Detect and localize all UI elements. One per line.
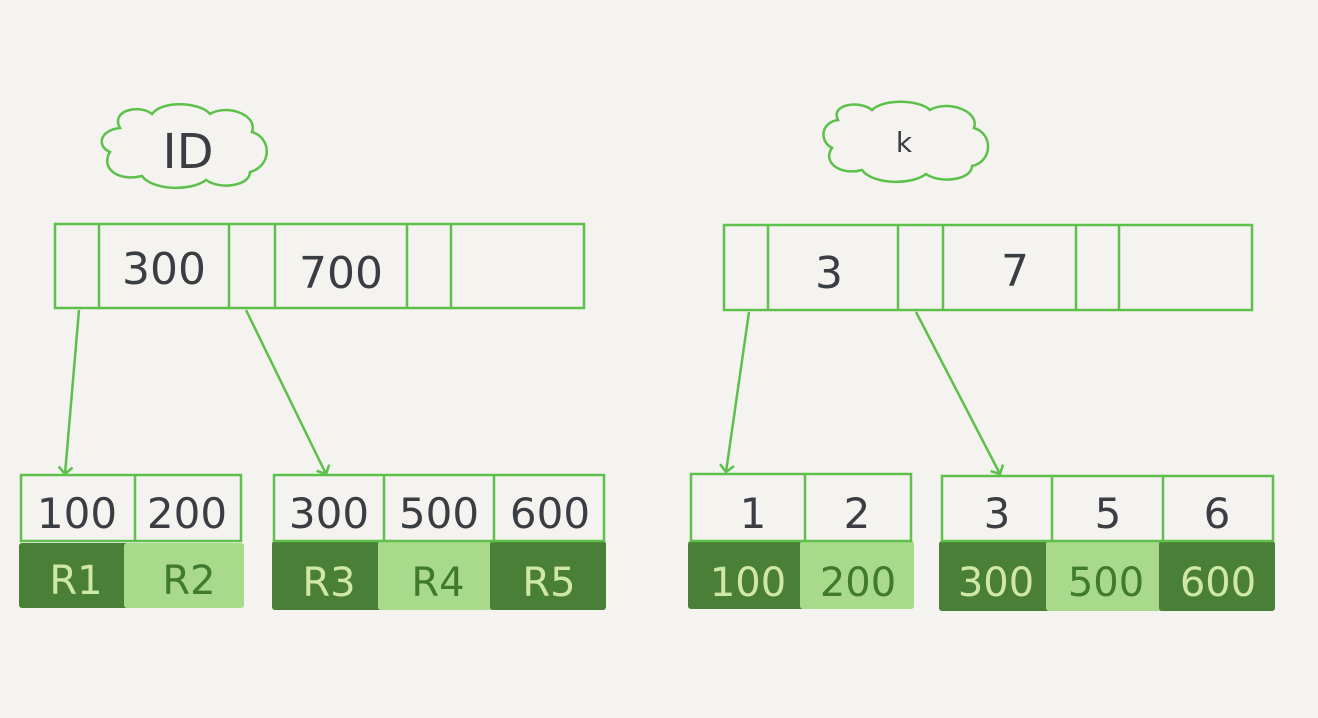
row-value: R2	[162, 558, 215, 604]
cloud-shape	[822, 100, 990, 184]
row-value: R1	[49, 558, 102, 604]
root-key: 700	[299, 248, 383, 299]
leaf-key: 1	[740, 489, 767, 538]
leaf-key: 5	[1095, 489, 1122, 538]
row-value: 200	[820, 560, 896, 606]
k-index-tree: k 3 7 1 2 100 200	[688, 100, 1275, 611]
row-value: 600	[1180, 560, 1256, 606]
root-node-box	[53, 222, 586, 310]
id-root-node: 300 700	[53, 222, 586, 310]
leaf-key: 3	[984, 489, 1011, 538]
id-index-tree: ID 300 700 100 200 R1 R2	[19, 103, 606, 610]
row-cell	[19, 543, 135, 608]
row-cell	[378, 541, 498, 610]
root-node-box	[722, 223, 1254, 312]
leaf-key: 200	[147, 489, 227, 538]
pointer-arrow	[244, 309, 331, 476]
leaf-keys-box	[940, 474, 1275, 543]
row-cell	[1159, 541, 1275, 611]
row-value: R4	[411, 560, 464, 606]
cloud-shape	[100, 103, 268, 190]
row-cell	[124, 543, 244, 608]
row-value: 500	[1068, 560, 1144, 606]
row-cell	[939, 541, 1055, 611]
row-value: R5	[522, 560, 575, 606]
row-value: 300	[958, 560, 1034, 606]
k-root-node: 3 7	[722, 223, 1254, 312]
row-cell	[272, 541, 386, 610]
id-index-cloud: ID	[100, 103, 268, 190]
row-cell	[800, 541, 914, 609]
leaf-key: 100	[37, 489, 117, 538]
row-value: 100	[710, 560, 786, 606]
leaf-keys-box	[19, 473, 243, 543]
k-leaf-node-2: 3 5 6 300 500 600	[939, 474, 1275, 611]
leaf-key: 2	[844, 489, 871, 538]
leaf-key: 6	[1204, 489, 1231, 538]
row-value: R3	[302, 560, 355, 606]
k-leaf-node-1: 1 2 100 200	[688, 472, 914, 609]
row-cell	[1046, 541, 1166, 611]
id-leaf-node-1: 100 200 R1 R2	[19, 473, 244, 608]
leaf-key: 600	[510, 489, 590, 538]
pointer-arrow	[57, 309, 81, 476]
root-key: 300	[122, 244, 206, 295]
tree-name-label: k	[896, 126, 913, 159]
row-cell	[688, 541, 808, 609]
tree-name-label: ID	[162, 124, 213, 180]
root-key: 7	[1001, 246, 1029, 297]
leaf-keys-box	[689, 472, 913, 543]
root-key: 3	[815, 248, 843, 299]
id-leaf-node-2: 300 500 600 R3 R4 R5	[272, 473, 606, 610]
leaf-keys-box	[272, 473, 606, 543]
leaf-key: 300	[289, 489, 369, 538]
leaf-key: 500	[399, 489, 479, 538]
row-cell	[490, 541, 606, 610]
pointer-arrow	[914, 311, 1005, 476]
k-index-cloud: k	[822, 100, 990, 184]
pointer-arrow	[719, 311, 751, 474]
